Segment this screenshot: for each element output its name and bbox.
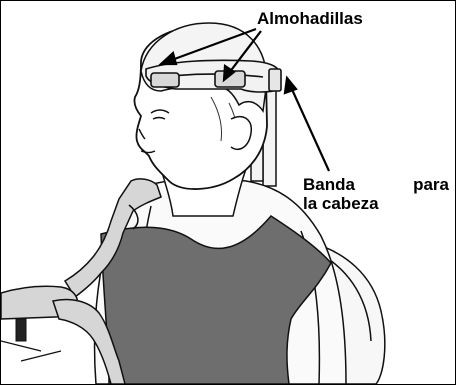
headband-label-word1: Banda xyxy=(303,175,355,195)
headband-label-word2: para xyxy=(413,175,449,195)
headband-label-line2: la cabeza xyxy=(303,194,379,214)
headpads-label: Almohadillas xyxy=(257,9,363,29)
support-lines xyxy=(1,341,61,361)
headband-label-line1: Banda para xyxy=(303,175,449,195)
knob xyxy=(16,319,26,341)
